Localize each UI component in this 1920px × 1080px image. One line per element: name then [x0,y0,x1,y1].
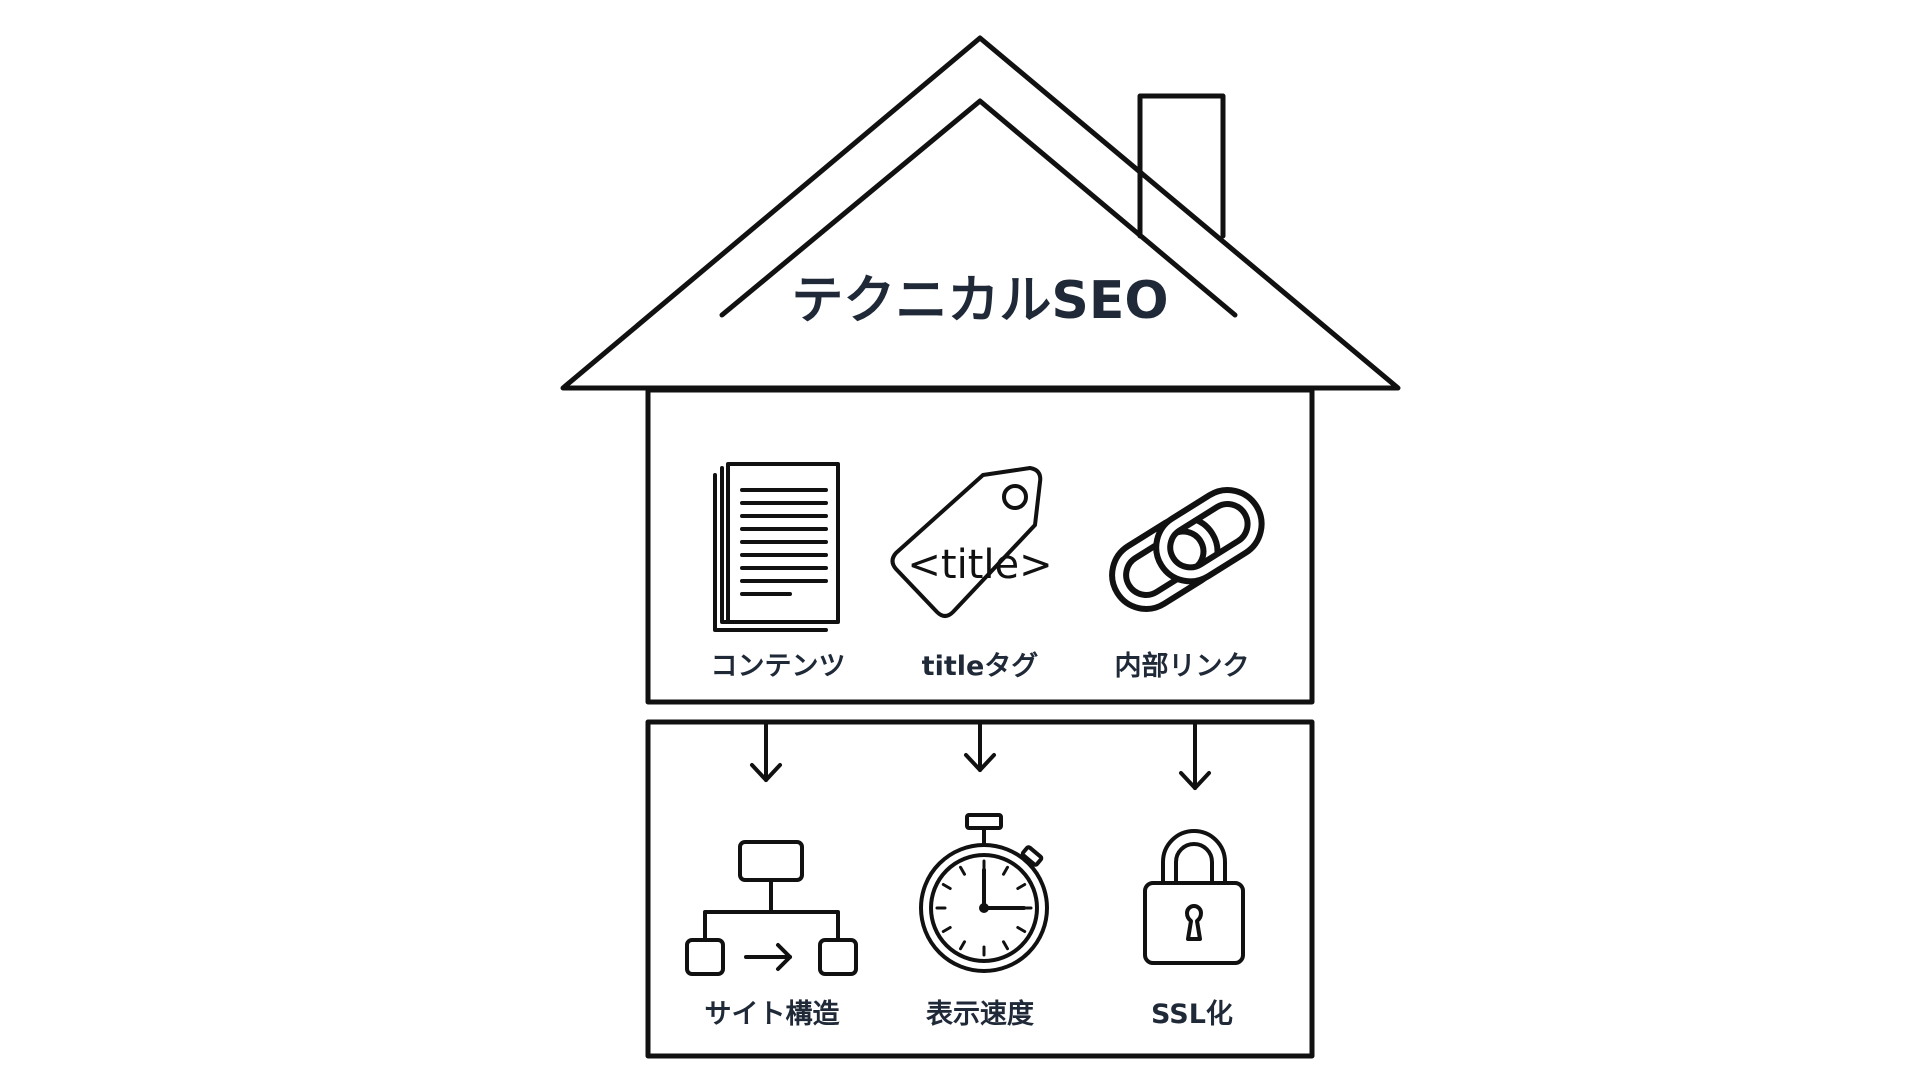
diagram-title: テクニカルSEO [791,271,1168,331]
sitemap-icon [685,840,858,976]
lower-label-display-speed: 表示速度 [926,998,1034,1030]
padlock-icon [1143,829,1245,965]
upper-floor-box [645,387,1315,705]
arrow-down-icon [1179,720,1211,790]
roof [560,35,1401,391]
lower-label-ssl: SSL化 [1151,999,1233,1030]
title-tag-icon: <title> [890,466,1053,618]
title-tag-icon-text: <title> [907,542,1052,588]
stopwatch-icon [919,813,1049,973]
arrow-down-icon [750,720,782,782]
upper-label-content: コンテンツ [711,651,846,682]
chain-link-icon [1109,487,1265,612]
arrow-down-icon [964,720,996,772]
chimney [1137,93,1226,239]
upper-label-title-tag: titleタグ [922,650,1039,682]
document-stack-icon [713,462,840,632]
lower-label-site-structure: サイト構造 [705,999,840,1030]
upper-label-internal-links: 内部リンク [1115,650,1250,682]
